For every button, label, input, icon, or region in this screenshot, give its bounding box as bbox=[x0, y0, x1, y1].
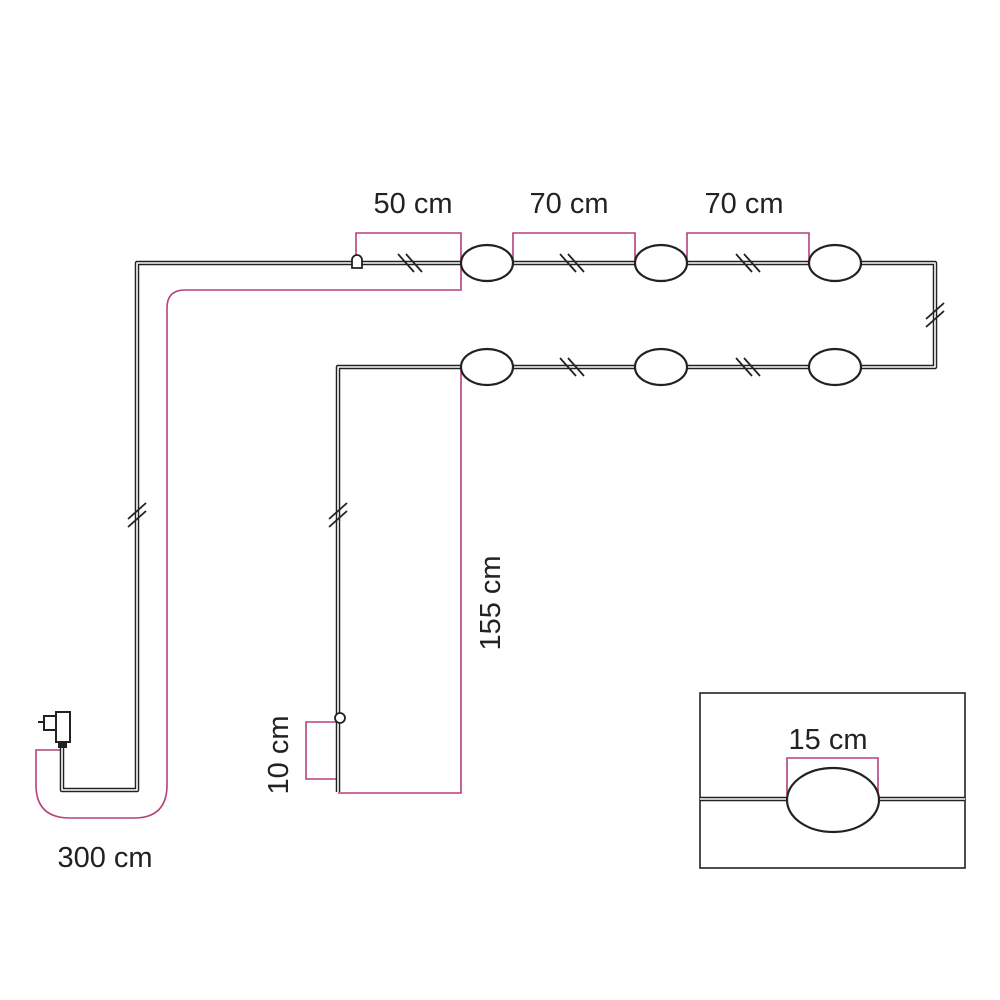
label-155cm: 155 cm bbox=[475, 555, 507, 650]
dimension-10cm-line bbox=[305, 721, 338, 780]
clip-icon bbox=[334, 712, 346, 724]
bulb bbox=[459, 347, 515, 387]
break-marks bbox=[127, 253, 945, 528]
bulb bbox=[807, 243, 863, 283]
label-15cm: 15 cm bbox=[789, 724, 868, 756]
label-300cm: 300 cm bbox=[57, 842, 152, 874]
dimension-155cm-line bbox=[338, 367, 462, 794]
dimension-lines bbox=[35, 232, 810, 819]
bulb bbox=[633, 243, 689, 283]
bulbs bbox=[459, 243, 863, 387]
dimension-70cm-line-1 bbox=[512, 232, 636, 263]
bulb bbox=[459, 243, 515, 283]
dimension-70cm-line-2 bbox=[686, 232, 810, 263]
label-50cm: 50 cm bbox=[374, 188, 453, 220]
bulb bbox=[807, 347, 863, 387]
label-70cm-2: 70 cm bbox=[705, 188, 784, 220]
label-10cm: 10 cm bbox=[263, 716, 295, 795]
bulb bbox=[633, 347, 689, 387]
cable bbox=[59, 260, 938, 793]
bulb-detail-inset: 15 cm bbox=[699, 692, 966, 869]
dimension-300cm-line bbox=[35, 232, 462, 819]
label-70cm-1: 70 cm bbox=[530, 188, 609, 220]
plug-icon bbox=[38, 711, 71, 748]
clip-icon bbox=[351, 254, 363, 269]
bulb-detail bbox=[785, 766, 881, 834]
